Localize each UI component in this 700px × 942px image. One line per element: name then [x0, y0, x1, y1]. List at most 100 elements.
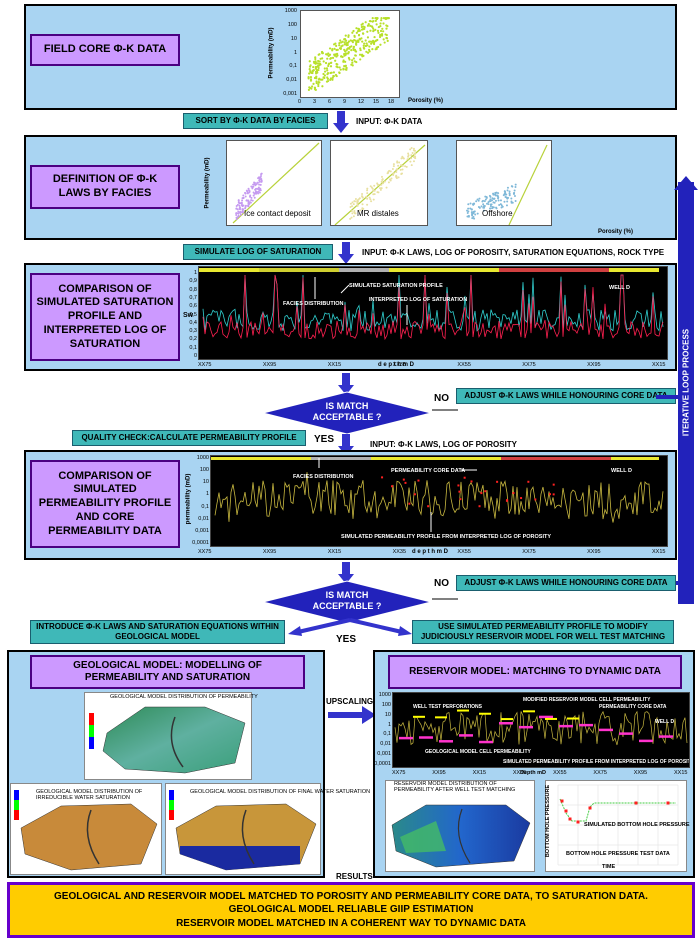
geological-model-title: GEOLOGICAL MODEL: MODELLING OF PERMEABIL…	[30, 655, 305, 689]
core-data-point	[345, 68, 348, 71]
core-data-point	[338, 66, 341, 69]
facies-data-point	[380, 180, 383, 183]
facies-data-point	[237, 215, 240, 218]
core-data-point	[327, 64, 330, 68]
facies-data-point	[376, 191, 379, 194]
facies-data-point	[392, 172, 395, 175]
facies-data-point	[250, 196, 253, 199]
core-data-point	[375, 46, 378, 49]
core-data-point	[383, 41, 386, 44]
facies-data-point	[494, 199, 497, 202]
facies-data-point	[385, 186, 388, 189]
facies-data-point	[476, 212, 479, 215]
facies-data-point	[483, 205, 486, 208]
facies-data-point	[372, 189, 375, 192]
core-data-point	[323, 70, 327, 73]
core-data-point	[385, 37, 389, 40]
core-data-point	[377, 31, 380, 34]
facies-data-point	[506, 197, 509, 200]
geo-fin-map	[165, 783, 321, 875]
core-data-point	[377, 25, 380, 29]
facies-data-point	[508, 190, 511, 193]
core-permeability-point	[463, 476, 466, 479]
core-data-point	[369, 20, 372, 23]
facies-data-point	[414, 157, 417, 160]
x-tick-label: XX75	[392, 770, 406, 776]
facies-data-point	[381, 182, 384, 185]
core-data-point	[340, 55, 343, 58]
field-core-scatter	[307, 17, 390, 91]
facies-data-point	[253, 196, 256, 199]
facies-data-point	[488, 207, 491, 210]
core-data-point	[307, 75, 310, 79]
facies-data-point	[248, 189, 251, 192]
facies-data-point	[361, 208, 364, 211]
facies-data-point	[372, 198, 375, 201]
core-permeability-point	[512, 492, 515, 495]
x-tick-label: 6	[328, 99, 332, 105]
core-data-point	[379, 33, 382, 37]
facies-data-point	[405, 165, 408, 168]
model-cell-permeability	[499, 722, 513, 725]
facies-data-point	[412, 147, 415, 150]
facies-plot-ice	[226, 140, 322, 226]
core-data-point	[360, 37, 363, 40]
geo-irr-surface	[14, 790, 158, 871]
core-data-point	[346, 41, 349, 44]
core-data-point	[329, 65, 333, 68]
core-data-point	[367, 48, 371, 51]
core-data-point	[385, 27, 388, 30]
facies-data-point	[366, 189, 369, 192]
facies-data-point	[401, 164, 404, 167]
core-data-point	[314, 57, 317, 61]
reservoir-model-title: RESERVOIR MODEL: MATCHING TO DYNAMIC DAT…	[388, 655, 682, 689]
y-tick-label: 1000	[378, 692, 391, 698]
x-tick-label: XX35	[392, 549, 407, 555]
sort-facies-box: SORT BY Φ-K DATA BY FACIES	[183, 113, 328, 129]
facies-data-point	[250, 199, 253, 202]
model-cell-permeability	[459, 734, 473, 737]
facies-data-point	[504, 191, 507, 194]
modified-cell-permeability	[545, 717, 557, 720]
facies-data-point	[395, 175, 398, 178]
decision-2-yes: YES	[336, 634, 357, 645]
facies-plot-mr	[330, 140, 428, 226]
facies-data-point	[356, 204, 359, 207]
y-tick-label: 1	[205, 491, 209, 498]
core-data-point	[376, 29, 380, 32]
facies-data-point	[241, 199, 244, 202]
interpreted-saturation-log	[202, 274, 664, 341]
y-tick-label: 100	[199, 467, 209, 474]
core-data-point	[333, 53, 336, 56]
permeability-annotation: PERMEABILITY CORE DATA	[391, 468, 465, 474]
facies-data-point	[513, 194, 516, 197]
bhp-plot	[545, 780, 687, 872]
facies-data-point	[351, 201, 354, 204]
facies-ylabel: Permeability (mD)	[204, 157, 211, 209]
core-data-point	[318, 62, 322, 65]
adjust-laws-box-1: ADJUST Φ-K LAWS WHILE HONOURING CORE DAT…	[456, 388, 676, 404]
core-data-point	[314, 56, 317, 59]
core-data-point	[315, 75, 318, 78]
core-permeability-point	[527, 480, 530, 483]
facies-data-point	[350, 216, 353, 219]
decision-1-no: NO	[434, 393, 449, 404]
core-data-point	[321, 50, 324, 54]
facies-data-point	[491, 205, 494, 208]
decision-1-yes: YES	[314, 434, 335, 445]
facies-data-point	[239, 213, 242, 216]
bhp-test-point	[634, 801, 638, 805]
modified-cell-permeability	[413, 715, 425, 718]
core-data-point	[336, 48, 339, 51]
reservoir-map	[385, 780, 535, 872]
facies-data-point	[238, 207, 241, 210]
facies-data-point	[492, 192, 495, 195]
facies-data-point	[376, 182, 379, 185]
x-tick-label: XX75	[198, 362, 212, 368]
core-data-point	[339, 39, 342, 42]
core-data-point	[345, 49, 348, 52]
core-data-point	[371, 17, 374, 20]
facies-data-point	[353, 211, 356, 214]
core-data-point	[347, 35, 350, 39]
x-tick-label: XX95	[432, 770, 446, 776]
